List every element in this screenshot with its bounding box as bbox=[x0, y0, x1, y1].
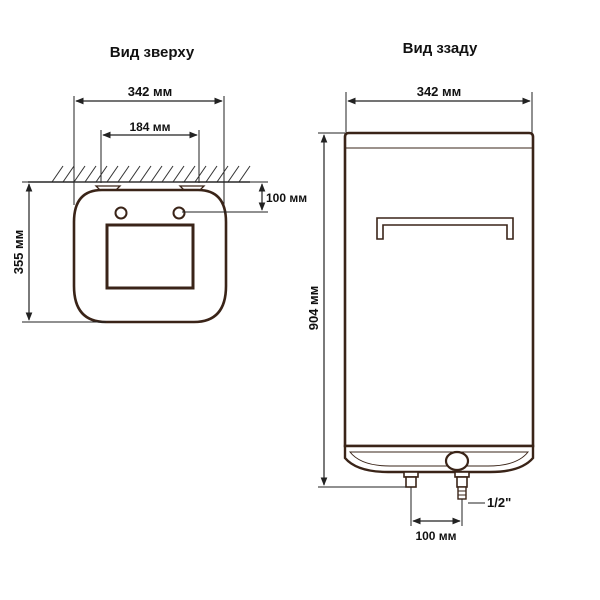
height-dimension: 904 мм bbox=[306, 132, 406, 488]
rear-width-label: 342 мм bbox=[417, 84, 462, 99]
depth-label: 355 мм bbox=[11, 230, 26, 275]
hatch-line bbox=[227, 165, 240, 183]
hatch-line bbox=[117, 165, 130, 183]
rear-width-dimension: 342 мм bbox=[345, 84, 533, 134]
hatch-line bbox=[183, 165, 196, 183]
hatch-line bbox=[194, 165, 207, 183]
heater-rear-body bbox=[343, 131, 535, 448]
height-label: 904 мм bbox=[306, 286, 321, 331]
hatch-line bbox=[51, 165, 64, 183]
hatch-line bbox=[62, 165, 75, 183]
bottom-cap bbox=[343, 444, 535, 474]
hatch-line bbox=[150, 165, 163, 183]
hatch-line bbox=[106, 165, 119, 183]
rear-view-title: Вид ззаду bbox=[403, 40, 478, 57]
pipe-right bbox=[454, 471, 470, 500]
wall-hatching bbox=[28, 165, 251, 183]
top-view-title: Вид зверху bbox=[110, 44, 195, 61]
thread-callout: 1/2" bbox=[468, 495, 511, 510]
hatch-line bbox=[128, 165, 141, 183]
hatch-line bbox=[172, 165, 185, 183]
inspection-port bbox=[444, 450, 470, 472]
top-view: Вид зверху 342 мм 184 мм bbox=[11, 44, 307, 324]
wall-gap-dimension: 100 мм bbox=[182, 181, 307, 213]
hatch-line bbox=[205, 165, 218, 183]
hatch-line bbox=[238, 165, 251, 183]
hatch-line bbox=[95, 165, 108, 183]
depth-dimension: 355 мм bbox=[11, 181, 106, 323]
hatch-line bbox=[139, 165, 152, 183]
rear-view: Вид ззаду 342 мм bbox=[306, 40, 535, 543]
thread-label: 1/2" bbox=[487, 495, 511, 510]
mount-hole-left bbox=[114, 206, 128, 220]
hatch-line bbox=[84, 165, 97, 183]
bottom-cap-inner bbox=[348, 451, 530, 467]
pipe-left bbox=[403, 471, 419, 488]
top-panel bbox=[105, 223, 195, 290]
top-width-dimension: 342 мм bbox=[73, 84, 225, 205]
mount-spacing-label: 184 мм bbox=[129, 120, 170, 134]
hatch-line bbox=[73, 165, 86, 183]
hanging-bracket bbox=[376, 217, 514, 240]
pipe-spacing-label: 100 мм bbox=[415, 529, 456, 543]
hatch-line bbox=[216, 165, 229, 183]
wall-gap-label: 100 мм bbox=[266, 191, 307, 205]
hatch-line bbox=[161, 165, 174, 183]
mount-spacing-dimension: 184 мм bbox=[100, 120, 200, 183]
pipe-spacing-dimension: 100 мм bbox=[410, 487, 463, 543]
mount-hole-right bbox=[172, 206, 186, 220]
top-width-label: 342 мм bbox=[128, 84, 173, 99]
